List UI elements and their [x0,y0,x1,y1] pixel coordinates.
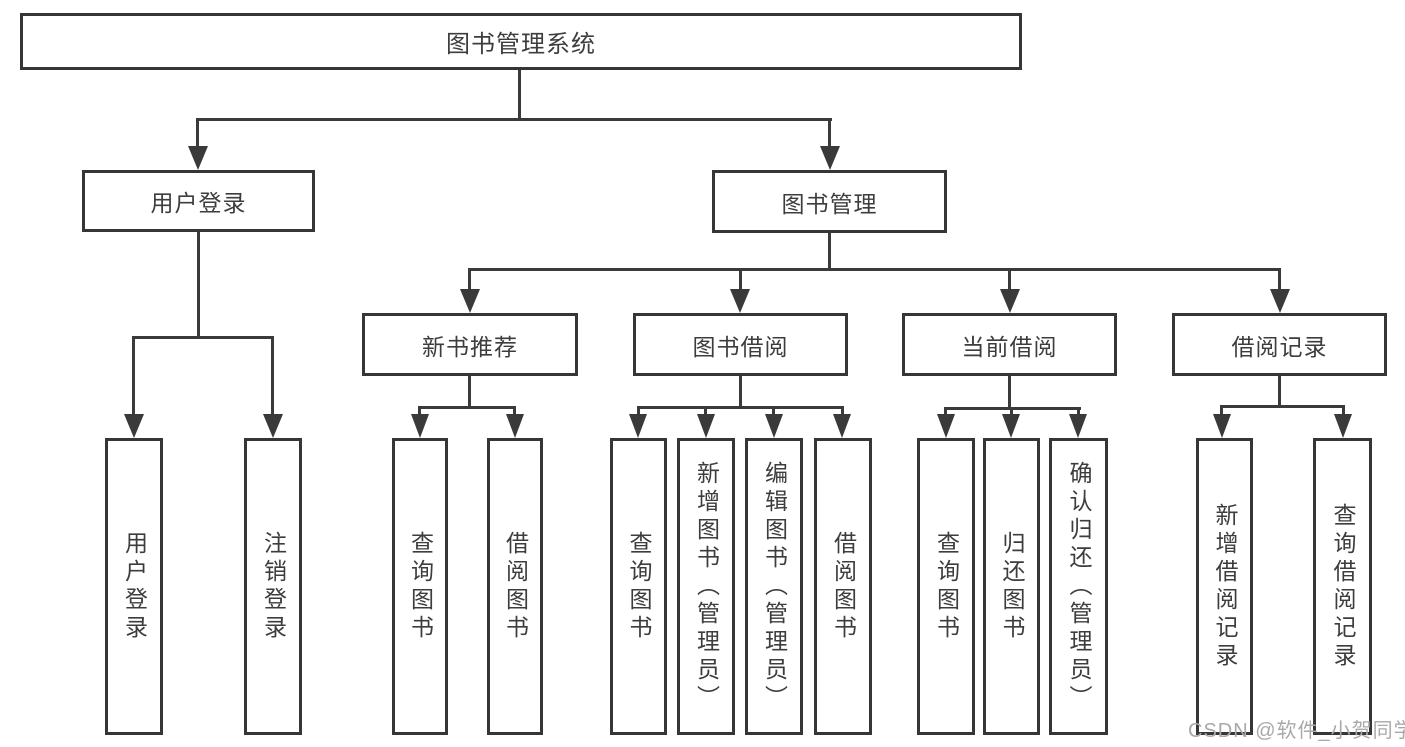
arrow-down-icon [124,414,144,438]
arrow-down-icon [188,146,208,170]
connector-line [418,406,516,409]
arrow-down-icon [1213,414,1231,438]
node-library-system: 图书管理系统 [20,13,1022,70]
connector-line [418,406,421,418]
connector-line [468,376,471,406]
connector-line [1220,405,1223,418]
arrow-down-icon [937,414,955,438]
connector-line [132,336,135,416]
connector-line [468,268,471,291]
connector-line [271,336,274,416]
connector-line [513,406,516,418]
connector-line [1077,407,1080,418]
connector-line [828,118,831,148]
leaf-edit-book-admin: 编辑图书（管理员） [745,438,803,735]
arrow-down-icon [820,146,840,170]
connector-line [196,118,832,121]
leaf-logout: 注销登录 [244,438,302,735]
node-borrow-records: 借阅记录 [1172,313,1387,376]
connector-line [944,407,947,418]
connector-line [132,336,274,339]
connector-line [1220,405,1345,408]
connector-line [1278,376,1281,405]
connector-line [637,406,640,418]
leaf-query-books-2: 查询图书 [610,438,667,735]
arrow-down-icon [1000,289,1020,313]
arrow-down-icon [833,414,851,438]
leaf-borrow-books-2: 借阅图书 [814,438,872,735]
leaf-query-books-3: 查询图书 [917,438,975,735]
connector-line [772,406,775,418]
connector-line [828,233,831,268]
connector-line [739,376,742,406]
arrow-down-icon [1002,414,1020,438]
connector-line [1342,405,1345,418]
arrow-down-icon [263,414,283,438]
node-book-management: 图书管理 [712,170,947,233]
arrow-down-icon [1334,414,1352,438]
connector-line [1008,376,1011,407]
leaf-add-borrow-record: 新增借阅记录 [1196,438,1253,735]
node-current-borrow: 当前借阅 [902,313,1117,376]
connector-line [704,406,707,418]
arrow-down-icon [765,414,783,438]
arrow-down-icon [730,289,750,313]
leaf-borrow-books-1: 借阅图书 [487,438,543,735]
arrow-down-icon [506,414,524,438]
arrow-down-icon [1270,289,1290,313]
connector-line [518,70,521,118]
leaf-confirm-return-admin: 确认归还（管理员） [1049,438,1108,735]
leaf-query-borrow-record: 查询借阅记录 [1313,438,1372,735]
leaf-user-login: 用户登录 [105,438,163,735]
connector-line [197,232,200,336]
connector-line [1278,268,1281,291]
connector-line [637,406,844,409]
leaf-query-books-1: 查询图书 [392,438,448,735]
connector-line [841,406,844,418]
arrow-down-icon [629,414,647,438]
node-book-borrow: 图书借阅 [633,313,848,376]
node-new-book-recommend: 新书推荐 [362,313,578,376]
connector-line [1008,268,1011,291]
leaf-return-book: 归还图书 [983,438,1040,735]
connector-line [739,268,742,291]
connector-line [1010,407,1013,418]
node-user-login: 用户登录 [82,170,315,232]
leaf-add-book-admin: 新增图书（管理员） [677,438,735,735]
connector-line [468,268,1281,271]
arrow-down-icon [460,289,480,313]
arrow-down-icon [1069,414,1087,438]
csdn-watermark: CSDN @软件_小贺同学 [1188,720,1405,742]
arrow-down-icon [411,414,429,438]
connector-line [196,118,199,148]
arrow-down-icon [697,414,715,438]
